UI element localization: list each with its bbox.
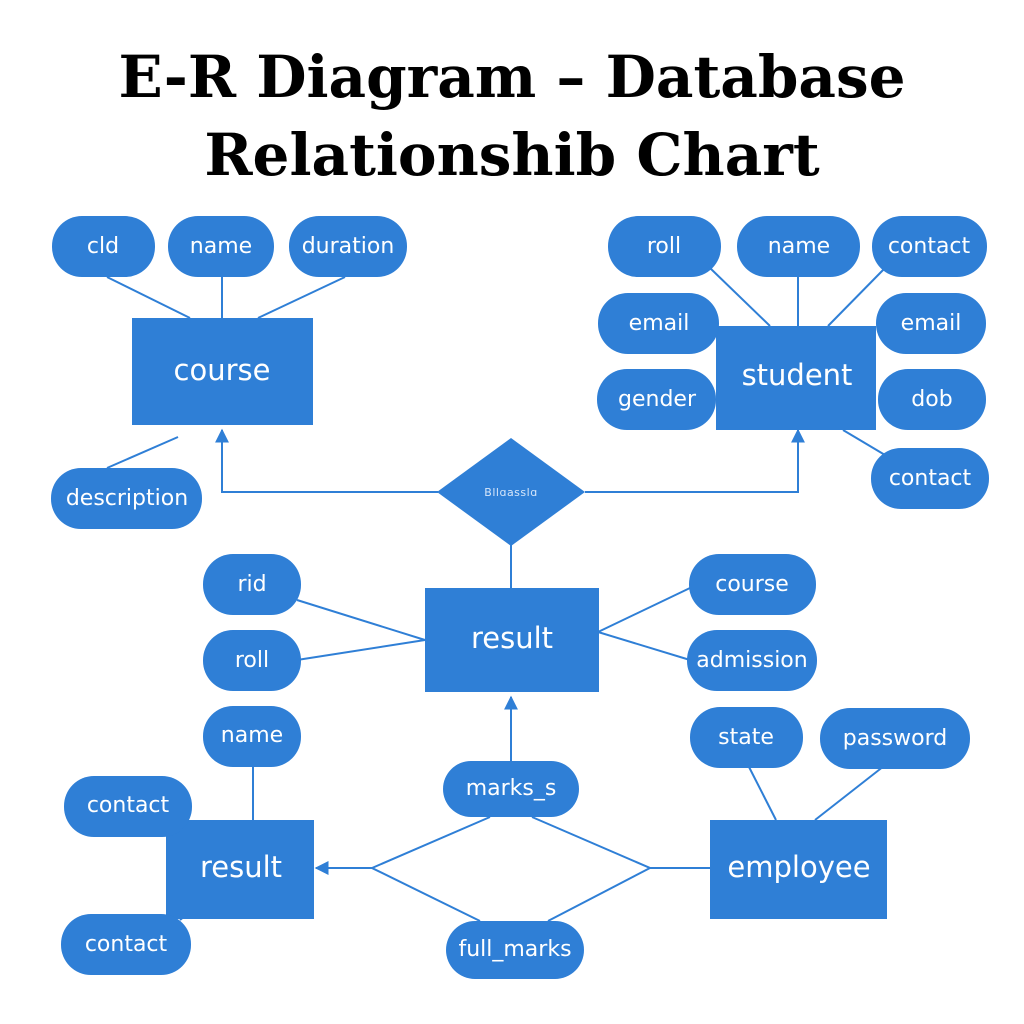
- attribute-student-contact-top: contact: [872, 216, 987, 277]
- attribute-label: contact: [85, 932, 168, 957]
- attribute-course-cid: cld: [52, 216, 155, 277]
- entity-course-label: course: [174, 353, 271, 387]
- diagram-title-line-1: E-R Diagram – Database: [118, 43, 906, 111]
- attribute-course-duration: duration: [289, 216, 407, 277]
- connector-line: [709, 267, 771, 327]
- attribute-student-gender: gender: [597, 369, 716, 430]
- attribute-student-dob: dob: [878, 369, 986, 430]
- attribute-label: course: [715, 572, 789, 597]
- attribute-label: marks_s: [466, 776, 557, 801]
- connector-line: [106, 436, 179, 469]
- diagram-title-line-2: Relationshib Chart: [204, 121, 820, 189]
- entity-employee-label: employee: [727, 850, 870, 884]
- attribute-label: email: [629, 311, 690, 336]
- attribute-label: description: [66, 486, 188, 511]
- attribute-label: name: [190, 234, 252, 259]
- connector-line: [257, 276, 346, 319]
- attribute-label: email: [901, 311, 962, 336]
- attribute-student-email-left: email: [598, 293, 719, 354]
- attribute-bottom-contact-bottom: contact: [61, 914, 191, 975]
- attribute-course-description: description: [51, 468, 202, 529]
- attribute-student-contact-bottom: contact: [871, 448, 989, 509]
- attribute-label: contact: [87, 793, 170, 818]
- attribute-employee-state: state: [690, 707, 803, 768]
- entity-result-bottom-label: result: [200, 850, 282, 884]
- relationship-diamond: Bllɑasslɑ: [437, 438, 585, 546]
- connector-line: [597, 631, 691, 661]
- entity-student: student: [716, 326, 876, 430]
- attribute-label: name: [768, 234, 830, 259]
- attribute-employee-password: password: [820, 708, 970, 769]
- connector-line: [842, 429, 886, 456]
- connector-lines: [106, 267, 886, 922]
- connector-line: [747, 764, 777, 821]
- attribute-label: duration: [302, 234, 395, 259]
- relationship-label: Bllɑasslɑ: [484, 486, 537, 499]
- connector-line: [296, 639, 426, 661]
- attribute-label: name: [221, 723, 283, 748]
- attribute-student-name: name: [737, 216, 860, 277]
- connector-line: [814, 765, 885, 821]
- connector-line: [531, 816, 653, 922]
- attribute-result-admission: admission: [687, 630, 817, 691]
- attribute-label: full_marks: [458, 937, 571, 962]
- entity-result-center: result: [425, 588, 599, 692]
- attribute-label: rid: [237, 572, 266, 597]
- entity-student-label: student: [742, 358, 853, 392]
- attribute-label: password: [843, 726, 947, 751]
- connector-line: [827, 267, 886, 327]
- attribute-label: contact: [888, 234, 971, 259]
- attribute-result-roll: roll: [203, 630, 301, 691]
- attribute-course-name: name: [168, 216, 274, 277]
- attribute-label: admission: [696, 648, 807, 673]
- course-relationship-arrow: [215, 428, 438, 493]
- attribute-label: contact: [889, 466, 972, 491]
- attribute-student-roll: roll: [608, 216, 721, 277]
- connector-line: [369, 816, 491, 922]
- attribute-label: gender: [618, 387, 697, 412]
- attribute-label: roll: [647, 234, 681, 259]
- attribute-full-marks: full_marks: [446, 921, 584, 979]
- attribute-result-rid: rid: [203, 554, 301, 615]
- connector-line: [106, 276, 191, 319]
- entity-result-center-label: result: [471, 621, 553, 655]
- attribute-marks-s: marks_s: [443, 761, 579, 817]
- attribute-bottom-contact-top: contact: [64, 776, 192, 837]
- attribute-label: dob: [911, 387, 952, 412]
- entity-employee: employee: [710, 820, 887, 919]
- entity-result-bottom: result: [166, 820, 314, 919]
- entity-course: course: [132, 318, 313, 425]
- attribute-result-course: course: [689, 554, 816, 615]
- connector-line: [597, 587, 691, 633]
- connector-line: [296, 599, 426, 641]
- attribute-student-email-right: email: [876, 293, 986, 354]
- attribute-label: cld: [87, 234, 119, 259]
- attribute-bottom-name: name: [203, 706, 301, 767]
- student-relationship-arrow: [585, 428, 805, 493]
- attribute-label: roll: [235, 648, 269, 673]
- attribute-label: state: [718, 725, 774, 750]
